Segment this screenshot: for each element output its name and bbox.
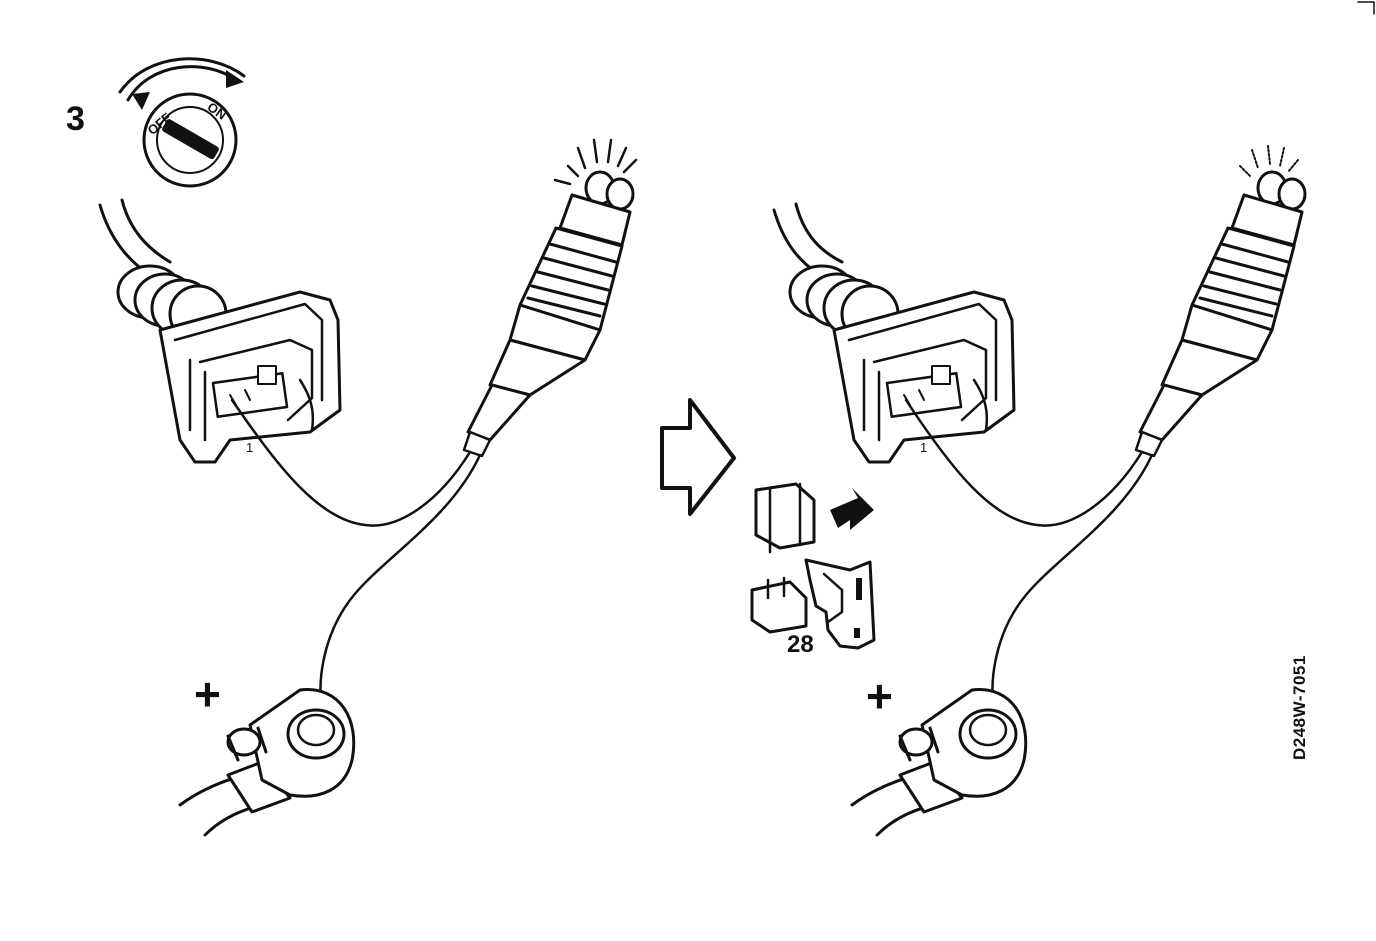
battery-terminal-icon <box>850 688 1028 837</box>
right-pin-label: 1 <box>920 440 927 455</box>
test-lamp-icon <box>462 138 638 458</box>
corner-mark <box>1357 1 1375 15</box>
ignition-switch-icon: OFF ON <box>118 57 246 188</box>
fuse-number: 28 <box>787 631 814 658</box>
left-pin-label: 1 <box>246 440 253 455</box>
battery-terminal-icon <box>178 688 356 837</box>
right-panel: 1 <box>772 145 1307 837</box>
left-polarity-label: + <box>194 668 221 720</box>
drawing-code: D248W-7051 <box>1290 655 1309 760</box>
step-number: 3 <box>66 100 85 138</box>
right-polarity-label: + <box>866 670 893 722</box>
left-panel: 1 <box>98 138 638 837</box>
connector-housing <box>158 290 342 464</box>
test-lamp-icon <box>1134 145 1307 458</box>
connector-housing <box>832 290 1016 464</box>
fuse-detail <box>750 482 876 650</box>
flow-arrow-icon <box>660 398 736 516</box>
removal-arrow-icon <box>830 488 874 530</box>
